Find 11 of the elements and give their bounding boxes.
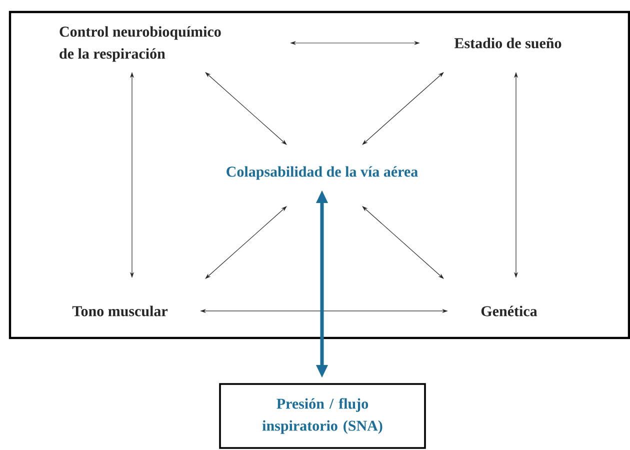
node-label: Genética <box>481 306 538 316</box>
arrow <box>362 206 444 279</box>
arrow <box>362 72 444 145</box>
node-label: Estadio de sueño <box>454 38 562 48</box>
node-label: Control neurobioquímico de la respiración <box>60 26 221 62</box>
process-box: Presión / flujo inspiratorio (SNA) <box>219 383 426 449</box>
node-label: Tono muscular <box>72 306 168 316</box>
frame-box <box>8 10 630 340</box>
arrow <box>205 206 287 279</box>
arrow <box>205 72 287 145</box>
node-label: Colapsabilidad de la vía aérea <box>226 166 418 180</box>
